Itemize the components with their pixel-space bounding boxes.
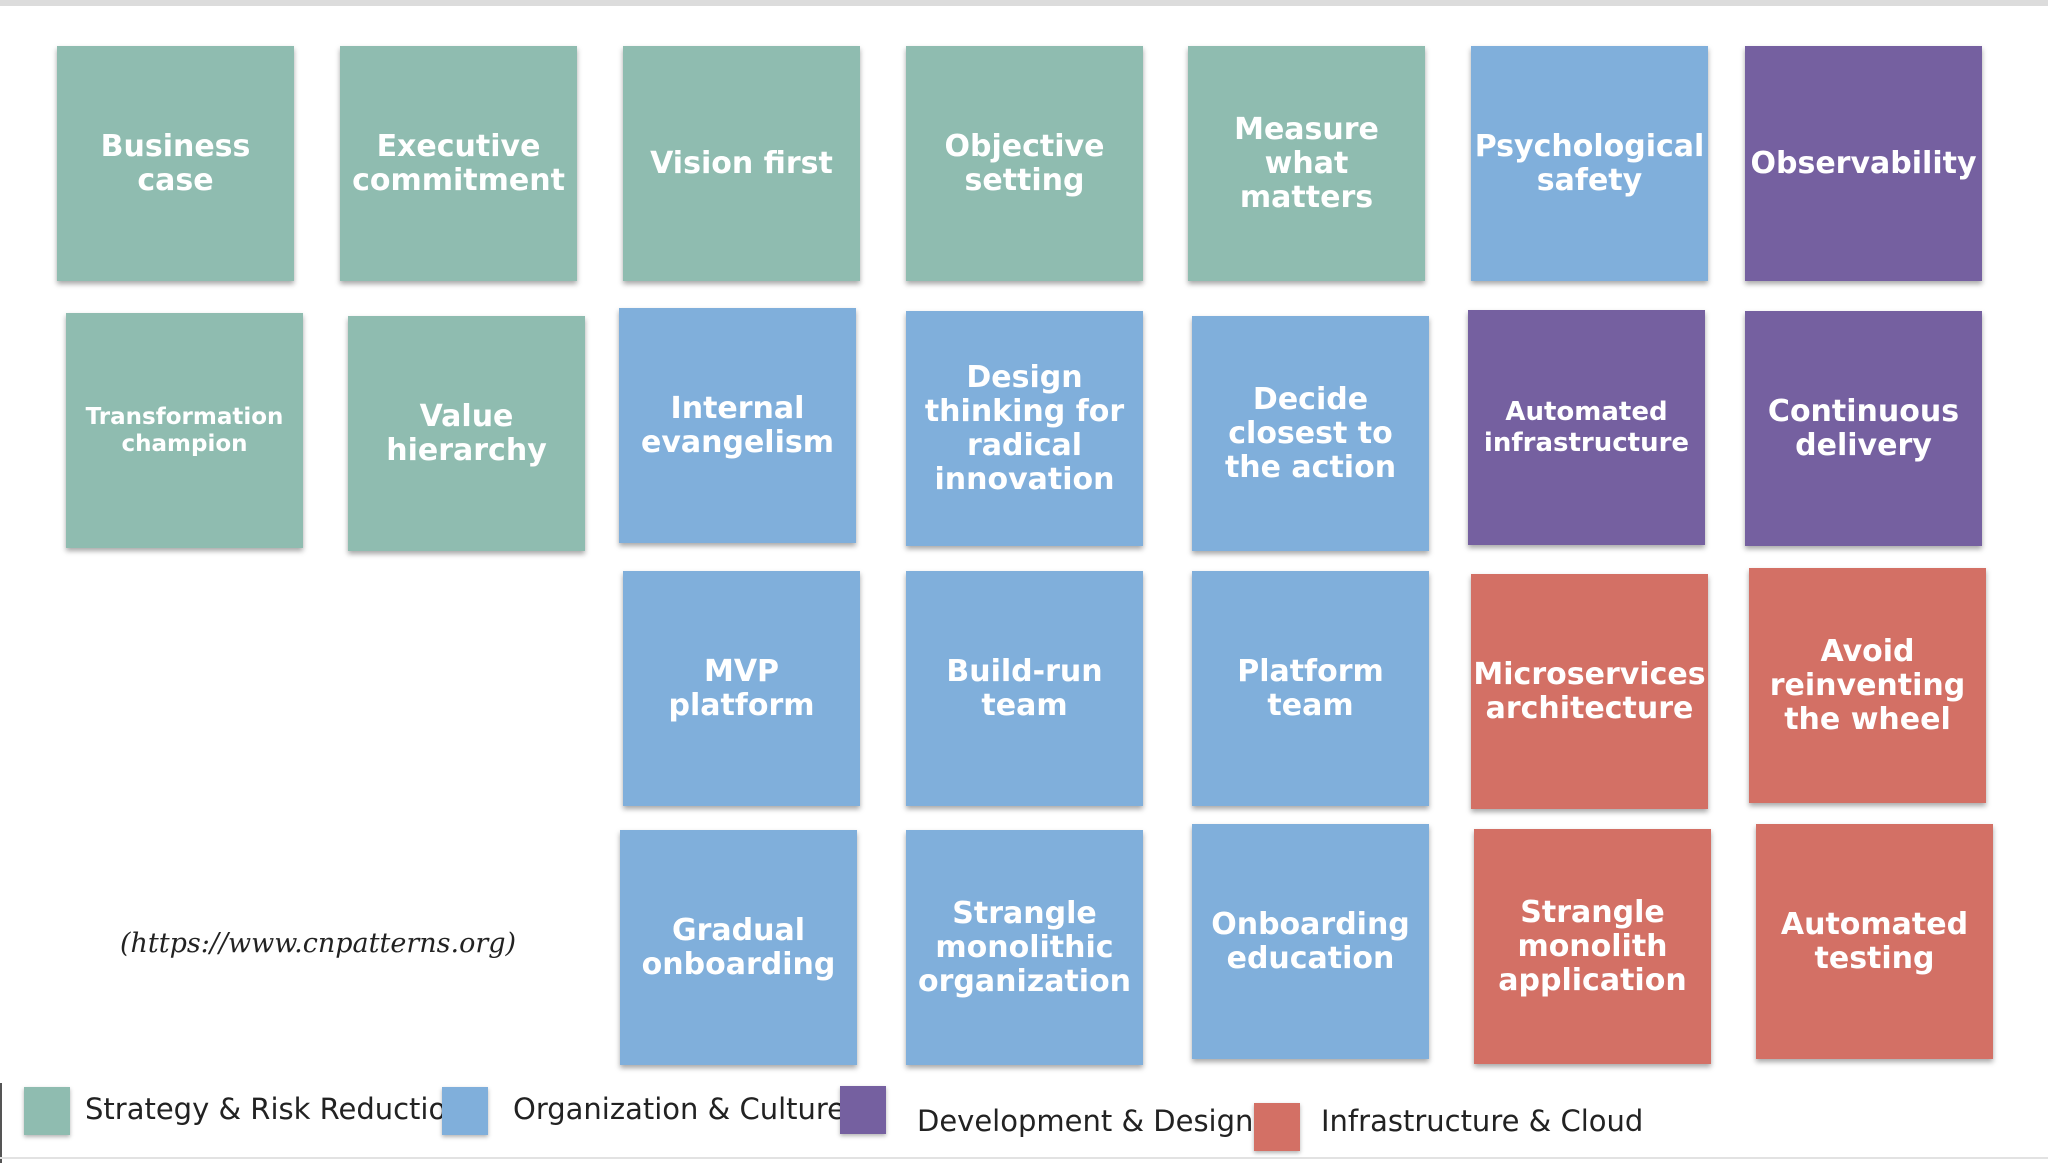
card-automated-infrastructure: Automated infrastructure [1468,310,1705,545]
card-value-hierarchy: Value hierarchy [348,316,585,551]
card-label: Executive commitment [352,128,565,198]
card-label: Value hierarchy [386,398,547,468]
card-label: MVP platform [668,653,815,723]
legend-swatch-infrastructure [1254,1103,1300,1151]
card-executive-commitment: Executive commitment [340,46,577,281]
legend-label-development: Development & Design [917,1104,1254,1138]
source-url: (https://www.cnpatterns.org) [120,928,517,959]
card-strangle-monolith-application: Strangle monolith application [1474,829,1711,1064]
card-observability: Observability [1745,46,1982,281]
card-label: Avoid reinventing the wheel [1769,633,1966,737]
legend-label-infrastructure: Infrastructure & Cloud [1321,1104,1644,1138]
card-decide-closest: Decide closest to the action [1192,316,1429,551]
legend-swatch-development [840,1086,886,1134]
card-label: Automated testing [1780,906,1969,976]
card-build-run-team: Build-run team [906,571,1143,806]
card-avoid-reinventing: Avoid reinventing the wheel [1749,568,1986,803]
card-internal-evangelism: Internal evangelism [619,308,856,543]
card-label: Objective setting [944,128,1105,198]
card-label: Measure what matters [1234,111,1379,215]
card-business-case: Business case [57,46,294,281]
card-objective-setting: Objective setting [906,46,1143,281]
top-border [0,0,2048,6]
card-label: Transformation champion [85,403,284,457]
card-label: Microservices architecture [1473,656,1706,726]
card-label: Vision first [650,145,833,181]
card-design-thinking: Design thinking for radical innovation [906,311,1143,546]
card-label: Psychological safety [1474,128,1705,198]
card-label: Automated infrastructure [1483,396,1690,458]
card-label: Internal evangelism [640,390,834,460]
card-label: Build-run team [946,653,1103,723]
left-border [0,1083,2,1163]
legend-label-strategy: Strategy & Risk Reduction [85,1092,465,1126]
legend-swatch-organization [442,1087,488,1135]
card-onboarding-education: Onboarding education [1192,824,1429,1059]
card-microservices-architecture: Microservices architecture [1471,574,1708,809]
card-platform-team: Platform team [1192,571,1429,806]
legend-label-organization: Organization & Culture [513,1092,846,1126]
card-label: Strangle monolithic organization [917,895,1132,999]
card-label: Gradual onboarding [641,912,836,982]
bottom-border [0,1157,2048,1159]
card-strangle-monolithic-organization: Strangle monolithic organization [906,830,1143,1065]
legend-swatch-strategy [24,1087,70,1135]
card-label: Decide closest to the action [1224,381,1397,485]
card-label: Platform team [1237,653,1384,723]
card-continuous-delivery: Continuous delivery [1745,311,1982,546]
card-transformation-champion: Transformation champion [66,313,303,548]
card-label: Continuous delivery [1767,393,1960,463]
card-label: Observability [1750,145,1977,181]
card-automated-testing: Automated testing [1756,824,1993,1059]
card-label: Strangle monolith application [1498,894,1687,998]
card-psychological-safety: Psychological safety [1471,46,1708,281]
card-label: Design thinking for radical innovation [924,359,1125,497]
card-mvp-platform: MVP platform [623,571,860,806]
card-measure-what-matters: Measure what matters [1188,46,1425,281]
card-gradual-onboarding: Gradual onboarding [620,830,857,1065]
card-label: Onboarding education [1211,906,1410,976]
card-vision-first: Vision first [623,46,860,281]
card-label: Business case [100,128,251,198]
